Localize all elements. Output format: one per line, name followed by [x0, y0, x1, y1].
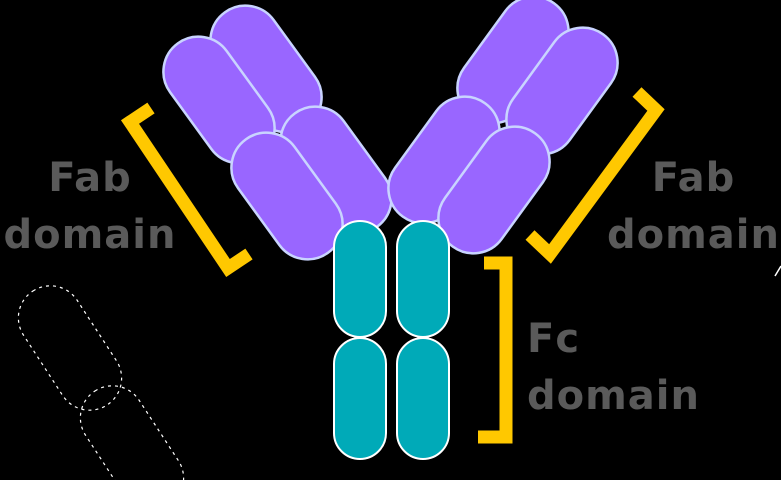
fc-domain-left-bottom: [333, 337, 387, 460]
fc-domain-right-top: [396, 220, 450, 338]
bracket-fab-left: [120, 102, 253, 278]
fab-domain-label-left: Fab domain: [0, 150, 180, 264]
brackets: [120, 87, 665, 444]
fab-left-label-line2: domain: [3, 212, 177, 258]
fab-arm-right: [387, 0, 619, 255]
fc-label-line1: Fc: [527, 316, 581, 362]
bracket-fc: [478, 256, 513, 444]
edge-mark: [774, 265, 781, 277]
bracket-fab-right: [525, 87, 665, 264]
ghost-domain-outlines: [17, 285, 185, 480]
ghost-domain-lower: [79, 385, 185, 480]
fab-domain-label-right: Fab domain: [606, 150, 781, 264]
fc-label-line2: domain: [527, 373, 700, 419]
fab-right-label-line1: Fab: [651, 155, 736, 201]
fab-left-domain-inner-bottom: [230, 131, 344, 261]
fab-right-label-line2: domain: [607, 212, 780, 258]
fab-right-domain-inner-bottom: [437, 125, 551, 255]
fab-arm-left: [162, 4, 393, 261]
ghost-domain-upper: [17, 285, 123, 411]
fc-domain-left-top: [333, 220, 387, 338]
fc-stem: [333, 220, 450, 460]
fc-domain-label: Fc domain: [527, 311, 700, 425]
fc-domain-right-bottom: [396, 337, 450, 460]
fab-left-label-line1: Fab: [48, 155, 132, 201]
